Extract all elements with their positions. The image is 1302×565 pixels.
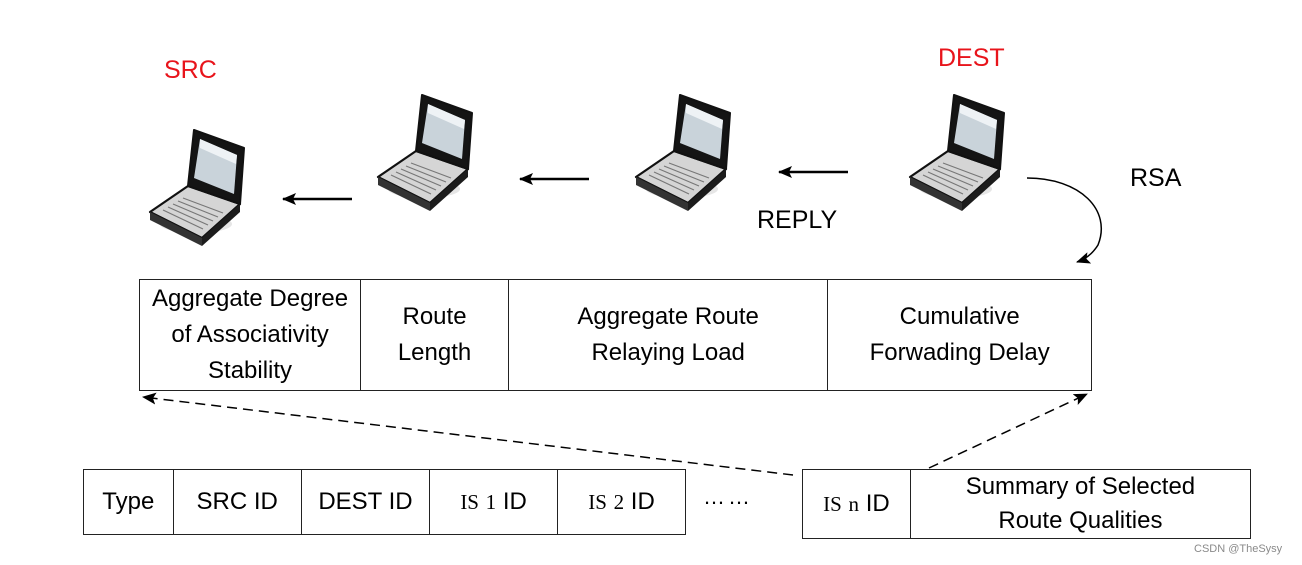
field-is2-id: IS 2 ID [557,469,686,535]
watermark: CSDN @TheSysy [1194,543,1283,555]
rsa-curve-arrow [1026,177,1103,264]
quality-stability-cell: Aggregate Degree of Associativity Stabil… [138,279,362,391]
intermediate-node-2 [634,93,732,213]
quality-relaying-load-cell: Aggregate Route Relaying Load [507,279,829,391]
laptop-icon [376,93,474,213]
intermediate-node-1 [376,93,474,213]
field-summary-route-qualities: Summary of Selected Route Qualities [909,469,1252,539]
field-isn-id: IS n ID [802,469,911,539]
dashed-arrow-left [142,392,794,476]
reply-label: REPLY [757,206,838,234]
laptop-icon [148,128,246,248]
field-type: Type [83,469,174,535]
dashed-arrow-right [928,393,1088,469]
rsa-label: RSA [1130,164,1182,192]
dest-node [908,93,1006,213]
fields-ellipsis: …… [703,484,753,509]
reply-arrows [282,166,848,205]
field-src-id: SRC ID [172,469,302,535]
field-dest-id: DEST ID [300,469,431,535]
quality-forwarding-delay-cell: Cumulative Forwading Delay [827,279,1092,391]
laptop-icon [634,93,732,213]
field-is1-id: IS 1 ID [429,469,559,535]
packet-format-right: IS n ID Summary of Selected Route Qualit… [802,469,1252,539]
route-quality-table: Aggregate Degree of Associativity Stabil… [138,279,1092,391]
dest-label: DEST [938,44,1005,72]
packet-format-left: Type SRC ID DEST ID IS 1 ID IS 2 ID [83,469,686,535]
laptop-icon [908,93,1006,213]
src-node [148,128,246,248]
src-label: SRC [164,56,217,84]
quality-route-length-cell: Route Length [360,279,509,391]
